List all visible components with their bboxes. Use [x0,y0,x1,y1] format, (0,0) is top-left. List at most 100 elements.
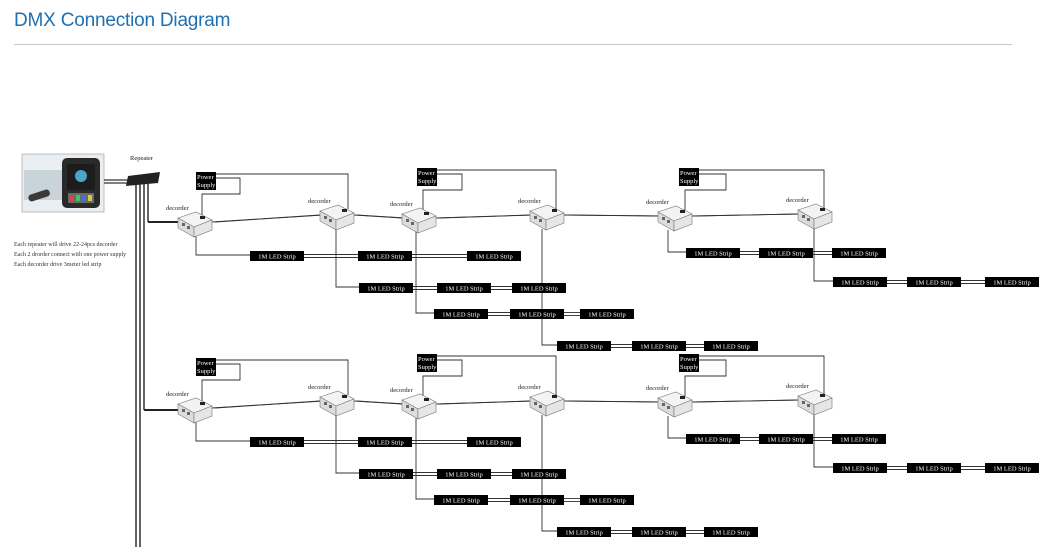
power-supply-label: Supply [197,368,216,375]
led-strip-label: 1M LED Strip [694,437,732,444]
led-strip: 1M LED Strip [434,309,488,319]
led-strip-label: 1M LED Strip [841,466,879,473]
led-strip-label: 1M LED Strip [767,437,805,444]
decoder: decorder [646,385,693,418]
decoder-label: decorder [518,384,542,391]
led-strip-label: 1M LED Strip [767,251,805,258]
led-strip-label: 1M LED Strip [712,530,750,537]
led-strip-label: 1M LED Strip [993,280,1031,287]
wiring [195,169,985,534]
power-supply-label: Power [418,356,435,363]
decoders: decorder decorder decorder decorder decorder… [166,197,833,424]
decoder-label: decorder [166,205,190,212]
led-strip-label: 1M LED Strip [915,466,953,473]
led-strip: 1M LED Strip [833,277,887,287]
led-strip-label: 1M LED Strip [475,254,513,261]
led-strip: 1M LED Strip [704,527,758,537]
led-strip-label: 1M LED Strip [445,286,483,293]
led-strip: 1M LED Strip [467,437,521,447]
led-strip-label: 1M LED Strip [258,254,296,261]
led-strip: 1M LED Strip [632,341,686,351]
led-strip: 1M LED Strip [437,469,491,479]
led-strip-label: 1M LED Strip [520,472,558,479]
power-supply-label: Supply [197,182,216,189]
decoder-label: decorder [646,385,670,392]
power-supply-label: Supply [680,364,699,371]
power-supply-label: Power [680,170,697,177]
led-strip: 1M LED Strip [832,434,886,444]
led-strip-label: 1M LED Strip [366,254,404,261]
led-strip-label: 1M LED Strip [840,437,878,444]
note-1: Each repeater will drive 22-24pcs decord… [14,242,117,248]
led-strip-label: 1M LED Strip [565,530,603,537]
led-strip-label: 1M LED Strip [442,498,480,505]
led-strip: 1M LED Strip [686,434,740,444]
led-strip-label: 1M LED Strip [640,530,678,537]
led-strip: 1M LED Strip [512,283,566,293]
led-strip: 1M LED Strip [580,309,634,319]
led-strips: 1M LED Strip 1M LED Strip 1M LED Strip 1M L… [250,248,1039,537]
led-strip: 1M LED Strip [759,248,813,258]
power-supply-label: Power [197,360,214,367]
led-strip-label: 1M LED Strip [841,280,879,287]
led-strip: 1M LED Strip [359,283,413,293]
notes: Each repeater will drive 22-24pcs decord… [14,242,126,268]
led-strip-label: 1M LED Strip [366,440,404,447]
led-strip: 1M LED Strip [358,251,412,261]
led-strip-label: 1M LED Strip [518,312,556,319]
decoder-label: decorder [646,199,670,206]
dmx-controller [21,153,105,213]
power-supply-label: Power [680,356,697,363]
led-strip-label: 1M LED Strip [840,251,878,258]
led-strip-label: 1M LED Strip [258,440,296,447]
power-supply-label: Supply [418,364,437,371]
decoder: decorder [390,201,437,234]
note-2: Each 2 drorder connect with one power su… [14,252,126,258]
led-strip-label: 1M LED Strip [588,312,626,319]
led-strip: 1M LED Strip [510,495,564,505]
led-strip-label: 1M LED Strip [367,472,405,479]
led-strip: 1M LED Strip [907,277,961,287]
led-strip: 1M LED Strip [250,251,304,261]
decoder: decorder [166,205,213,238]
led-strip: 1M LED Strip [358,437,412,447]
decoder: decorder [308,198,355,231]
decoder: decorder [786,383,833,416]
led-strip-label: 1M LED Strip [712,344,750,351]
decoder: decorder [390,387,437,420]
led-strip: 1M LED Strip [557,527,611,537]
decoder-label: decorder [786,383,810,390]
page-title: DMX Connection Diagram [14,10,231,31]
power-supply-label: Power [418,170,435,177]
led-strip: 1M LED Strip [467,251,521,261]
power-supply-label: Power [197,174,214,181]
decoder: decorder [166,391,213,424]
repeater-label: Repeater [130,155,154,162]
led-strip: 1M LED Strip [832,248,886,258]
led-strip: 1M LED Strip [704,341,758,351]
led-strip: 1M LED Strip [359,469,413,479]
led-strip: 1M LED Strip [686,248,740,258]
led-strip-label: 1M LED Strip [475,440,513,447]
led-strip-label: 1M LED Strip [915,280,953,287]
decoder: decorder [646,199,693,232]
led-strip-label: 1M LED Strip [367,286,405,293]
decoder-label: decorder [308,198,332,205]
decoder: decorder [518,198,565,231]
led-strip: 1M LED Strip [580,495,634,505]
decoder: decorder [308,384,355,417]
led-strip-label: 1M LED Strip [565,344,603,351]
led-strip-label: 1M LED Strip [445,472,483,479]
title-divider [14,44,1012,45]
decoder-label: decorder [390,201,414,208]
led-strip: 1M LED Strip [759,434,813,444]
led-strip-label: 1M LED Strip [520,286,558,293]
led-strip: 1M LED Strip [512,469,566,479]
